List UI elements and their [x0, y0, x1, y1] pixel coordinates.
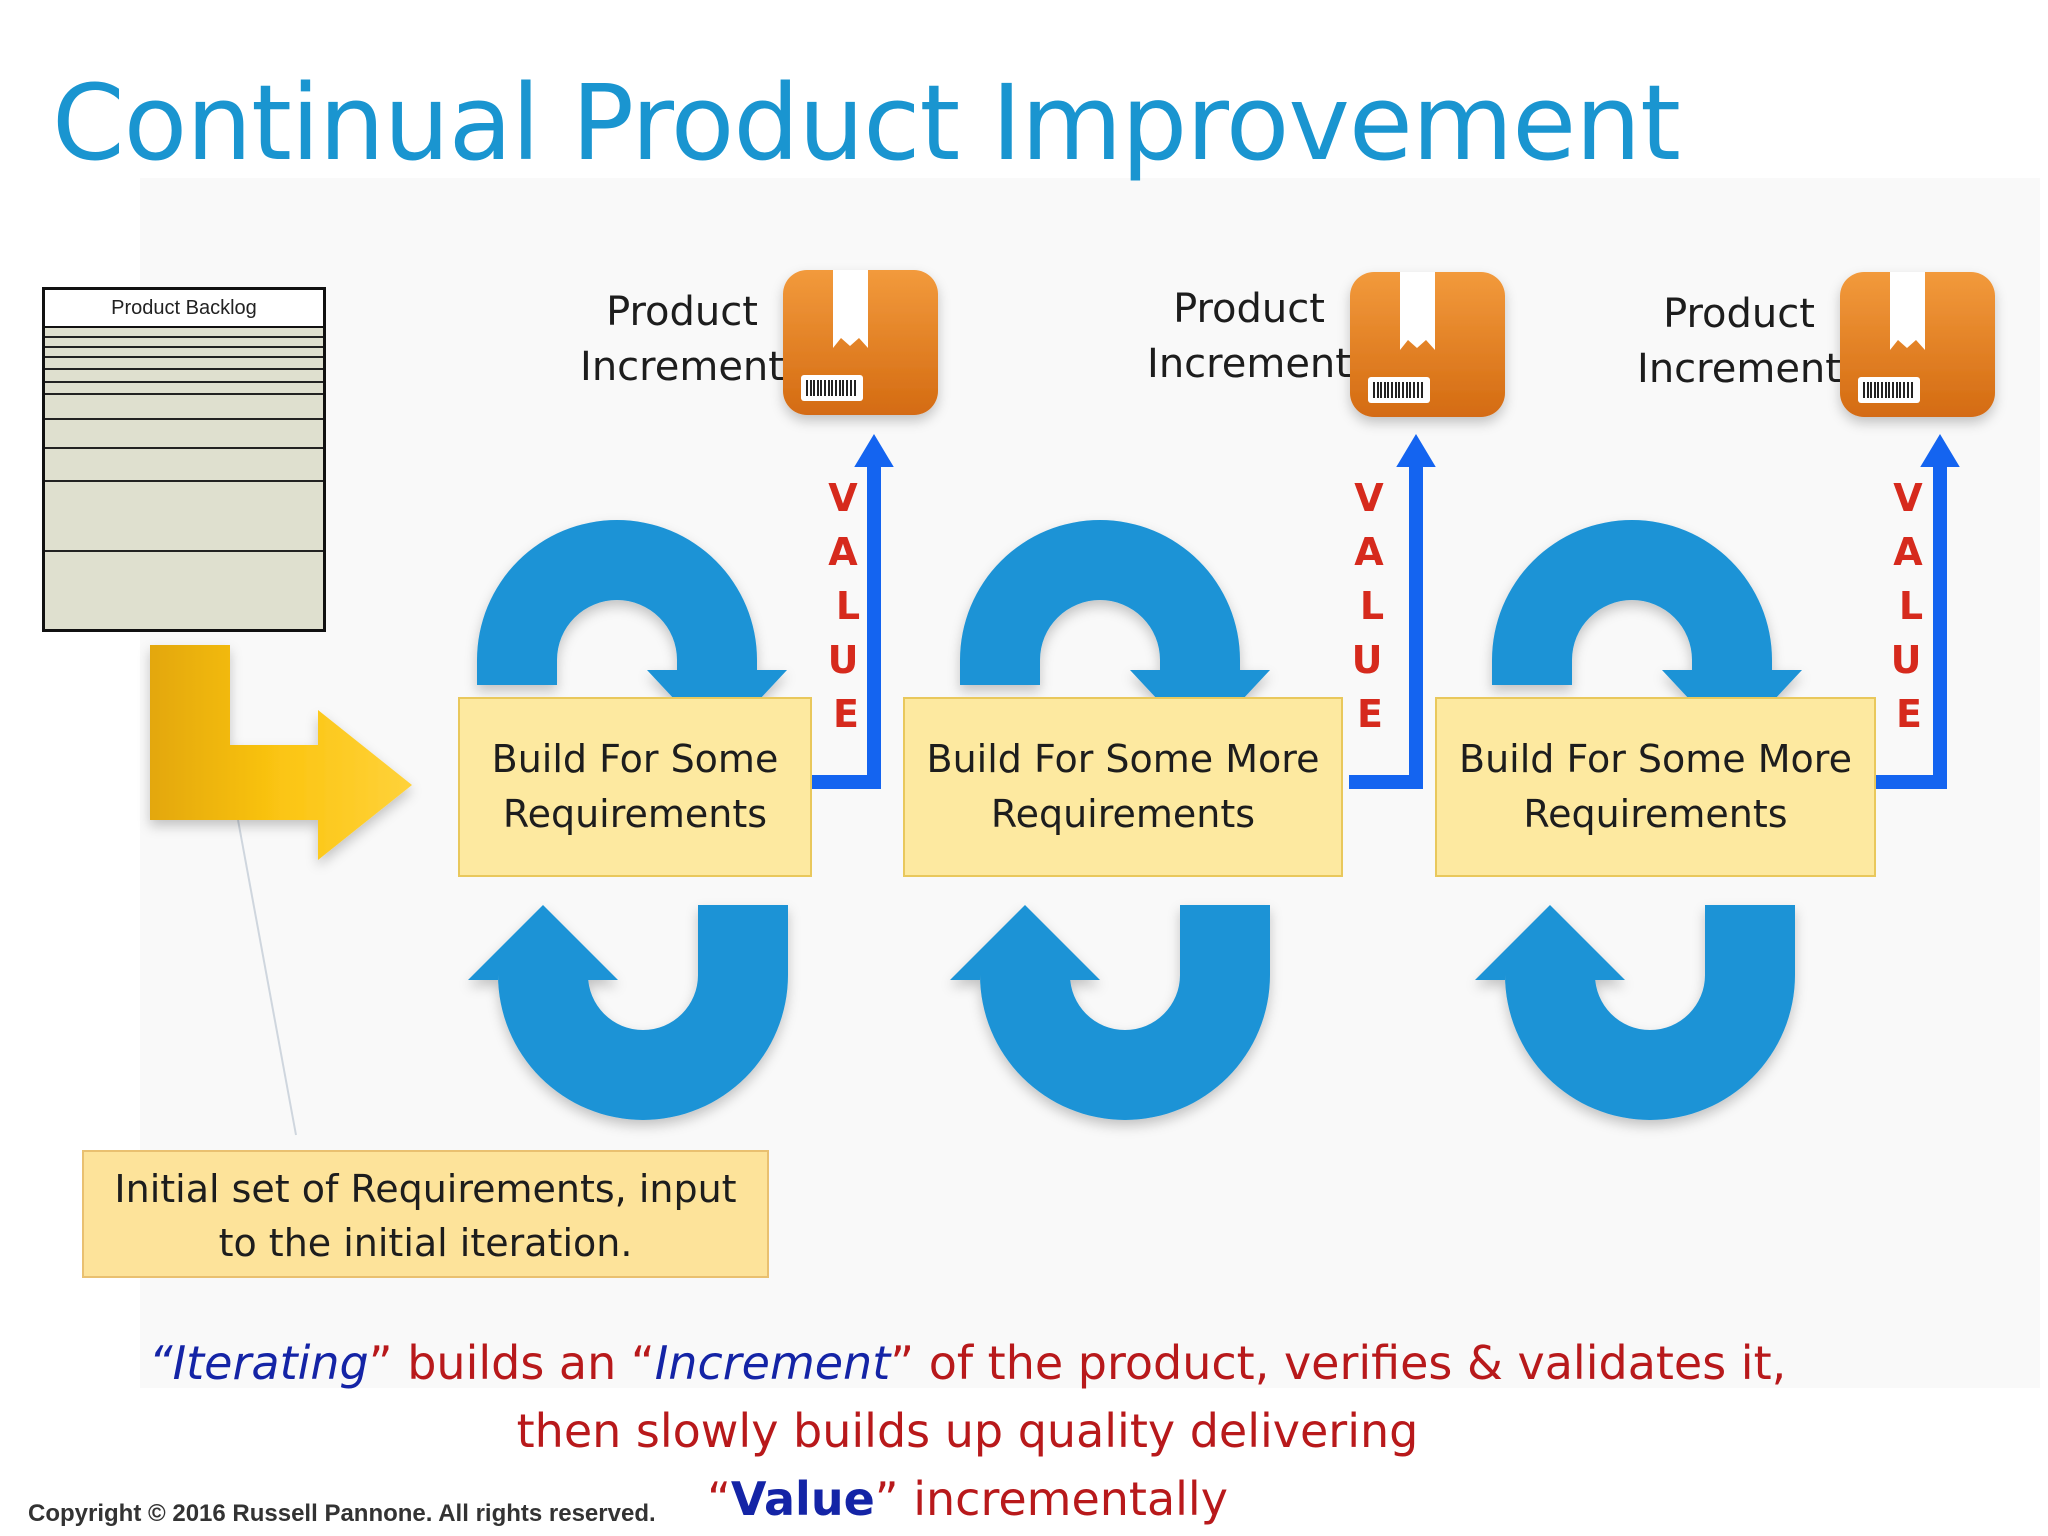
slide-title: Continual Product Improvement: [52, 62, 1681, 184]
caption-line-3: “Value” incrementally: [0, 1472, 1935, 1526]
build-box-line2: Requirements: [990, 792, 1256, 836]
caption-keyword-increment: Increment: [654, 1336, 891, 1390]
backlog-line: [45, 550, 323, 552]
product-increment-label-3: Product Increment: [1629, 287, 1849, 397]
product-increment-line1: Product: [606, 289, 758, 335]
build-box-2: Build For Some More Requirements: [903, 697, 1343, 877]
backlog-line: [45, 393, 323, 395]
product-increment-line2: Increment: [580, 344, 784, 390]
initial-requirements-note: Initial set of Requirements, input to th…: [82, 1150, 769, 1278]
product-increment-line1: Product: [1173, 286, 1325, 332]
backlog-line: [45, 480, 323, 482]
caption-text: ” builds an “: [368, 1336, 655, 1390]
value-letter: V: [1354, 476, 1384, 520]
product-package-3: [1839, 271, 1996, 418]
loop-arrow-bottom-3: [1475, 905, 1795, 1120]
backlog-line: [45, 447, 323, 449]
value-letter: L: [835, 584, 861, 628]
product-backlog-label: Product Backlog: [45, 290, 323, 328]
input-arrow-icon: [150, 645, 412, 860]
value-letter: E: [1896, 692, 1922, 736]
product-backlog: Product Backlog: [42, 287, 326, 632]
value-letter: A: [1893, 530, 1923, 574]
product-increment-label-2: Product Increment: [1139, 282, 1359, 392]
value-letter: A: [828, 530, 858, 574]
value-letter: U: [827, 638, 859, 682]
value-letter: L: [1359, 584, 1385, 628]
value-letter: V: [828, 476, 858, 520]
build-box-1: Build For Some Requirements: [458, 697, 812, 877]
product-increment-line2: Increment: [1147, 341, 1351, 387]
caption-line-1: “Iterating” builds an “Increment” of the…: [0, 1336, 1935, 1390]
backlog-line: [45, 336, 323, 338]
build-box-line1: Build For Some More: [1459, 737, 1852, 781]
build-box-line2: Requirements: [1523, 792, 1788, 836]
backlog-line: [45, 418, 323, 420]
build-box-line2: Requirements: [502, 792, 768, 836]
product-increment-line1: Product: [1663, 291, 1815, 337]
value-letter: U: [1351, 638, 1383, 682]
backlog-line: [45, 346, 323, 348]
product-package-1: [782, 269, 939, 416]
loop-arrow-bottom-1: [468, 905, 788, 1120]
note-line2: to the initial iteration.: [218, 1221, 633, 1265]
caption-text: ” of the product, verifies & validates i…: [890, 1336, 1787, 1390]
build-box-3: Build For Some More Requirements: [1435, 697, 1876, 877]
product-increment-label-1: Product Increment: [572, 285, 792, 395]
build-box-line1: Build For Some More: [926, 737, 1320, 781]
note-line1: Initial set of Requirements, input: [114, 1167, 737, 1211]
value-letter: U: [1890, 638, 1922, 682]
value-letter: L: [1898, 584, 1924, 628]
caption-line-2: then slowly builds up quality delivering: [516, 1404, 1419, 1458]
backlog-line: [45, 356, 323, 358]
caption-text: ” incrementally: [874, 1472, 1228, 1526]
caption-quote: “: [148, 1336, 173, 1390]
value-letter: V: [1893, 476, 1923, 520]
loop-arrow-bottom-2: [950, 905, 1270, 1120]
caption-quote: “: [707, 1472, 731, 1526]
copyright-notice: Copyright © 2016 Russell Pannone. All ri…: [28, 1500, 656, 1527]
caption-keyword-iterating: Iterating: [172, 1336, 369, 1390]
build-box-line1: Build For Some: [491, 737, 779, 781]
value-letter: E: [1357, 692, 1383, 736]
product-package-2: [1349, 271, 1506, 418]
value-letter: E: [833, 692, 859, 736]
backlog-line: [45, 368, 323, 370]
note-connector-line: [237, 819, 297, 1136]
backlog-line: [45, 381, 323, 383]
product-increment-line2: Increment: [1637, 346, 1841, 392]
caption-keyword-value: Value: [730, 1472, 875, 1526]
value-letter: A: [1354, 530, 1384, 574]
